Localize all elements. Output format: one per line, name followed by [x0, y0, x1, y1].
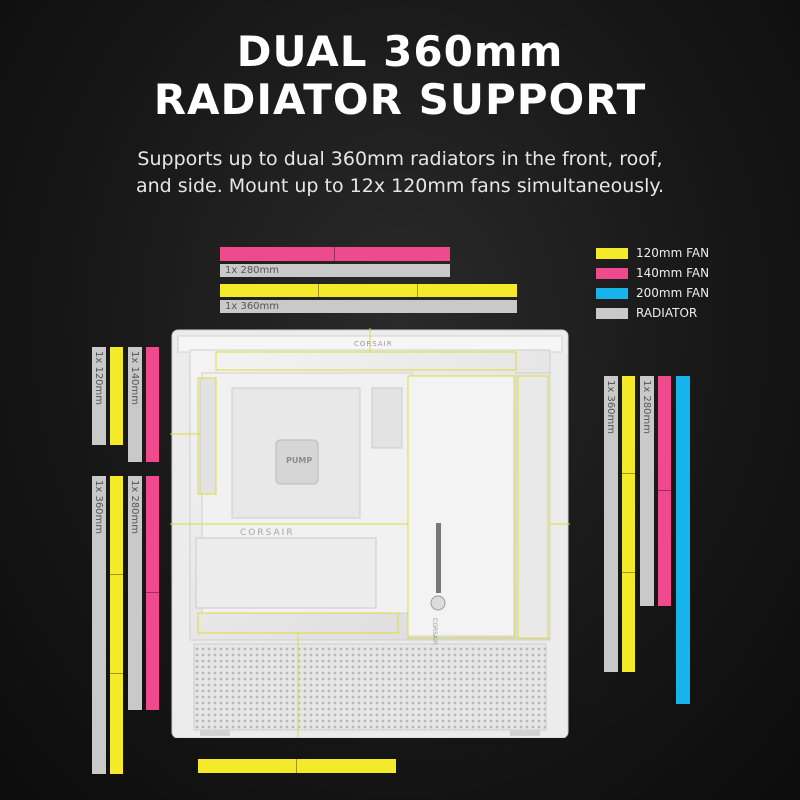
top-120mm-fan — [220, 284, 319, 297]
top-120mm-fan — [319, 284, 418, 297]
legend-item-radiator: RADIATOR — [596, 306, 697, 320]
legend-label: RADIATOR — [636, 306, 698, 320]
front-120mm-fan — [622, 376, 635, 474]
legend-swatch-blue — [596, 287, 628, 299]
front-mesh-panel — [193, 643, 547, 731]
radiator-label: 1x 360mm — [93, 480, 104, 535]
left-120mm-fan-trio — [110, 476, 123, 774]
left-140mm-fan — [146, 593, 159, 710]
front-120mm-fan — [622, 573, 635, 672]
front-radiator-280: 1x 280mm — [640, 376, 654, 606]
left-140mm-fan — [146, 476, 159, 593]
psu-logo: CORSAIR — [431, 618, 438, 646]
legend-item-140mm-fan: 140mm FAN — [596, 266, 709, 280]
cooler-logo: PUMP — [286, 456, 313, 465]
headline-line-1: DUAL 360mm — [236, 27, 564, 76]
radiator-label: 1x 280mm — [641, 380, 652, 435]
headline-line-2: RADIATOR SUPPORT — [153, 75, 647, 124]
case-side-logo: CORSAIR — [240, 528, 295, 538]
top-radiator-280: 1x 280mm — [220, 264, 450, 277]
case-top-logo: CORSAIR — [354, 340, 393, 348]
radiator-label: 1x 360mm — [225, 301, 280, 312]
left-radiator-280: 1x 280mm — [128, 476, 142, 710]
legend-item-200mm-fan: 200mm FAN — [596, 286, 709, 300]
top-radiator-360: 1x 360mm — [220, 300, 517, 313]
legend-item-120mm-fan: 120mm FAN — [596, 246, 709, 260]
top-140mm-fan-pair — [220, 247, 450, 261]
top-140mm-fan — [220, 247, 335, 261]
pc-case-illustration: CORSAIR CORSAIR PUMP CORSAIR — [160, 314, 600, 760]
rear-radiator-120: 1x 120mm — [92, 347, 106, 445]
top-120mm-fan-trio — [220, 284, 517, 297]
page-headline: DUAL 360mm RADIATOR SUPPORT — [0, 28, 800, 124]
legend-swatch-yellow — [596, 247, 628, 259]
subtitle-line-1: Supports up to dual 360mm radiators in t… — [137, 148, 663, 170]
front-140mm-fan-pair — [658, 376, 671, 606]
legend-label: 140mm FAN — [636, 266, 710, 280]
page-subtitle: Supports up to dual 360mm radiators in t… — [0, 146, 800, 200]
radiator-label: 1x 120mm — [93, 351, 104, 406]
radiator-label: 1x 360mm — [605, 380, 616, 435]
front-140mm-fan — [658, 491, 671, 606]
legend-swatch-pink — [596, 267, 628, 279]
top-120mm-fan — [418, 284, 517, 297]
bottom-120mm-fan-pair — [198, 759, 396, 773]
pc-case-drawing — [160, 314, 600, 760]
left-120mm-fan — [110, 575, 123, 674]
rear-radiator-140: 1x 140mm — [128, 347, 142, 462]
radiator-label: 1x 140mm — [129, 351, 140, 406]
left-radiator-360: 1x 360mm — [92, 476, 106, 774]
legend-label: 120mm FAN — [636, 246, 710, 260]
front-120mm-fan-trio — [622, 376, 635, 672]
radiator-label: 1x 280mm — [129, 480, 140, 535]
legend-label: 200mm FAN — [636, 286, 710, 300]
radiator-label: 1x 280mm — [225, 265, 280, 276]
rear-120mm-fan — [110, 347, 123, 445]
top-140mm-fan — [335, 247, 450, 261]
bottom-120mm-fan — [198, 759, 297, 773]
bottom-120mm-fan — [297, 759, 396, 773]
left-140mm-fan-pair — [146, 476, 159, 710]
front-200mm-fan — [676, 376, 690, 704]
subtitle-line-2: and side. Mount up to 12x 120mm fans sim… — [136, 175, 664, 197]
rear-140mm-fan — [146, 347, 159, 462]
left-120mm-fan — [110, 674, 123, 774]
cpu-pump-block — [275, 439, 319, 485]
front-140mm-fan — [658, 376, 671, 491]
left-120mm-fan — [110, 476, 123, 575]
front-radiator-360: 1x 360mm — [604, 376, 618, 672]
legend-swatch-grey — [596, 307, 628, 319]
front-120mm-fan — [622, 474, 635, 573]
